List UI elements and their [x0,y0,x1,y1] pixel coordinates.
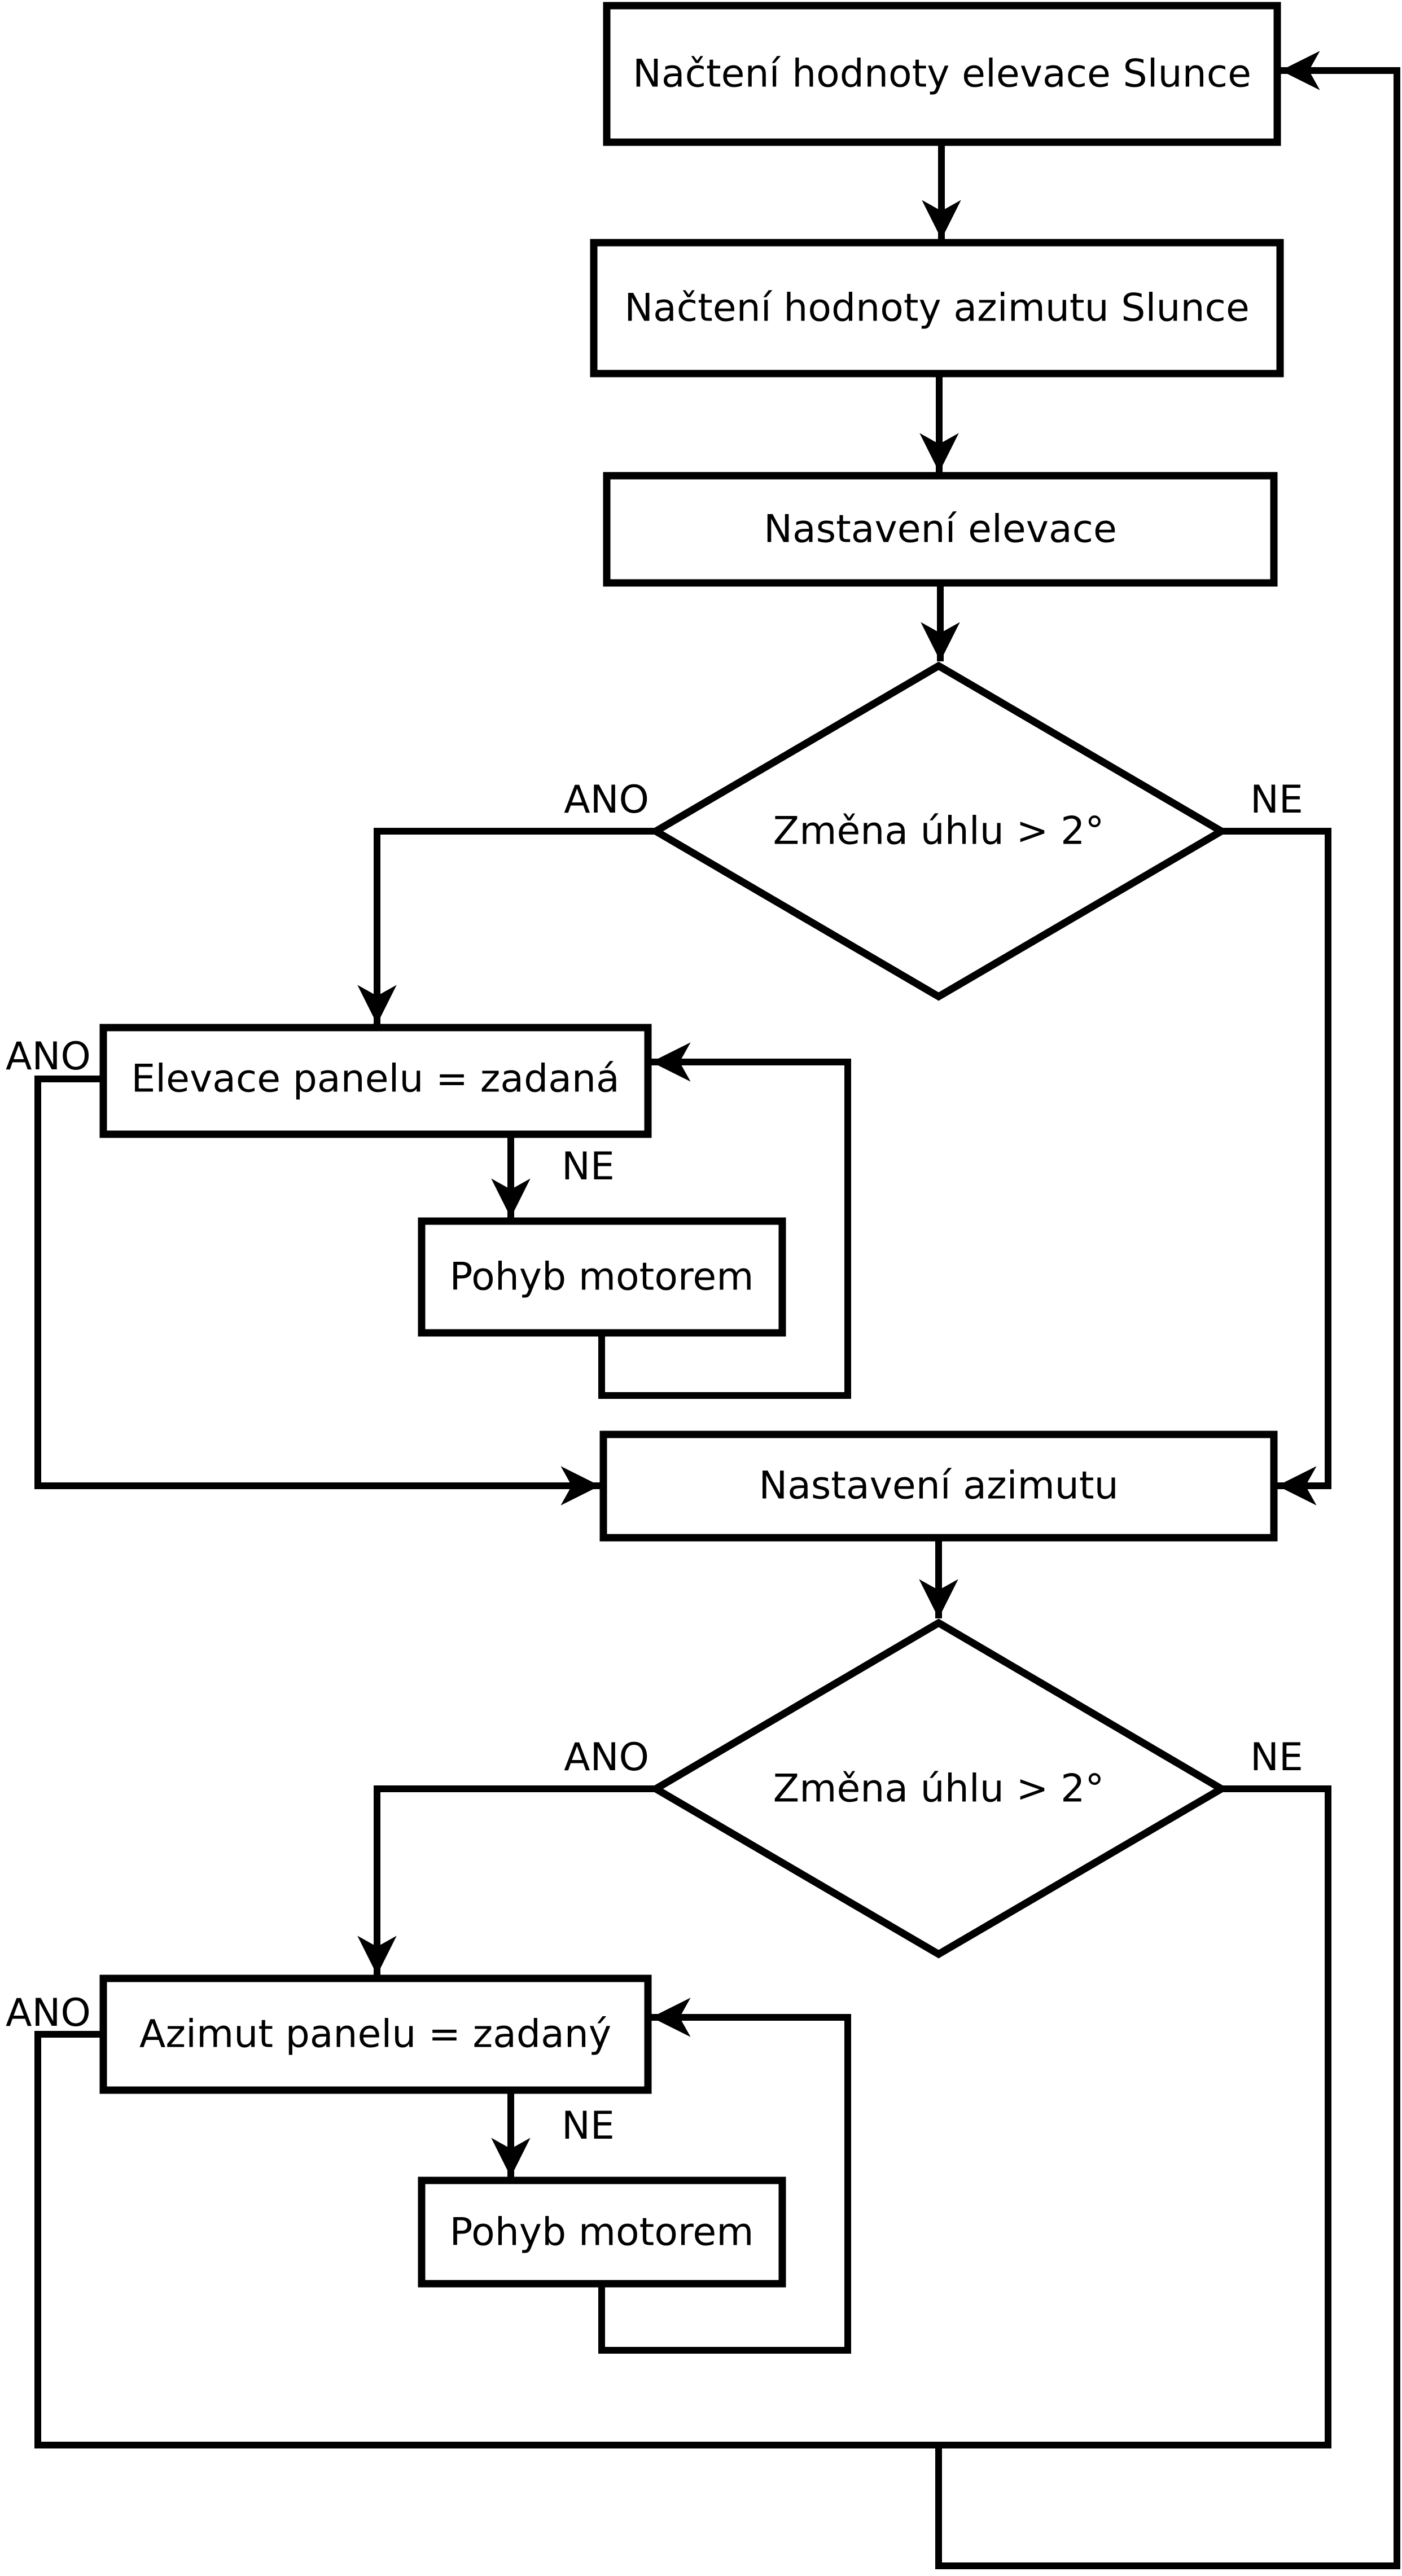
node-decision-azimuth: Změna úhlu > 2° [649,1618,1229,1959]
edge-label-azimuth-reached-no: NE [562,2104,615,2148]
node-set-azimuth: Nastavení azimutu [599,1430,1278,1542]
edge-label-elevation-reached-no: NE [562,1144,615,1189]
edge-motor-elevation-loop [598,1042,851,1399]
node-elevation-equals-set-label: Elevace panelu = zadaná [131,1057,619,1102]
node-motor-move-azimuth: Pohyb motorem [418,2176,786,2288]
node-decision-elevation: Změna úhlu > 2° [649,661,1229,1001]
edge-label-elevation-reached-yes: ANO [6,1034,91,1079]
node-load-azimuth-box [590,239,1284,378]
node-elevation-equals-set-box [99,1024,652,1138]
node-azimuth-equals-set: Azimut panelu = zadaný [99,1974,652,2094]
edge-label-decision-elevation-no: NE [1250,778,1303,822]
node-set-elevation-box [603,472,1278,587]
edge-label-decision-elevation-yes: ANO [564,778,649,822]
edge-decision-elevation-no [1221,828,1331,1506]
node-set-azimuth-label: Nastavení azimutu [759,1464,1118,1508]
edge-motor-azimuth-loop [598,1998,851,2354]
node-decision-azimuth-label: Změna úhlu > 2° [773,1767,1105,1811]
node-set-azimuth-box [599,1430,1278,1542]
node-motor-move-azimuth-box [418,2176,786,2288]
node-set-elevation: Nastavení elevace [603,472,1278,587]
edge-elevation-reached-yes [34,1076,600,1506]
edge-decision-elevation-yes [357,828,656,1024]
node-motor-move-elevation-box [418,1217,786,1337]
node-motor-move-azimuth-label: Pohyb motorem [450,2210,754,2255]
node-decision-azimuth-diamond [649,1618,1229,1959]
node-set-elevation-label: Nastavení elevace [764,507,1117,552]
edge-decision-azimuth-yes [357,1785,656,1975]
node-azimuth-equals-set-label: Azimut panelu = zadaný [139,2012,611,2057]
node-elevation-equals-set: Elevace panelu = zadaná [99,1024,652,1138]
edge-label-decision-azimuth-no: NE [1250,1735,1303,1780]
node-load-azimuth-label: Načtení hodnoty azimutu Slunce [624,286,1250,331]
node-decision-elevation-label: Změna úhlu > 2° [773,809,1105,854]
edge-label-azimuth-reached-yes: ANO [6,1991,91,2035]
node-load-elevation-box [603,2,1281,146]
edge-azimuth-reached-yes-to-bottom [34,2031,1328,2448]
node-load-elevation-label: Načtení hodnoty elevace Slunce [633,52,1251,96]
edge-decision-azimuth-no [1221,1785,1331,2448]
node-load-elevation: Načtení hodnoty elevace Slunce [603,2,1281,146]
node-load-azimuth: Načtení hodnoty azimutu Slunce [590,239,1284,378]
edge-return-to-start [935,51,1400,2569]
node-motor-move-elevation: Pohyb motorem [418,1217,786,1337]
node-azimuth-equals-set-box [99,1974,652,2094]
node-decision-elevation-diamond [649,661,1229,1001]
edge-label-decision-azimuth-yes: ANO [564,1735,649,1780]
node-motor-move-elevation-label: Pohyb motorem [450,1255,754,1300]
